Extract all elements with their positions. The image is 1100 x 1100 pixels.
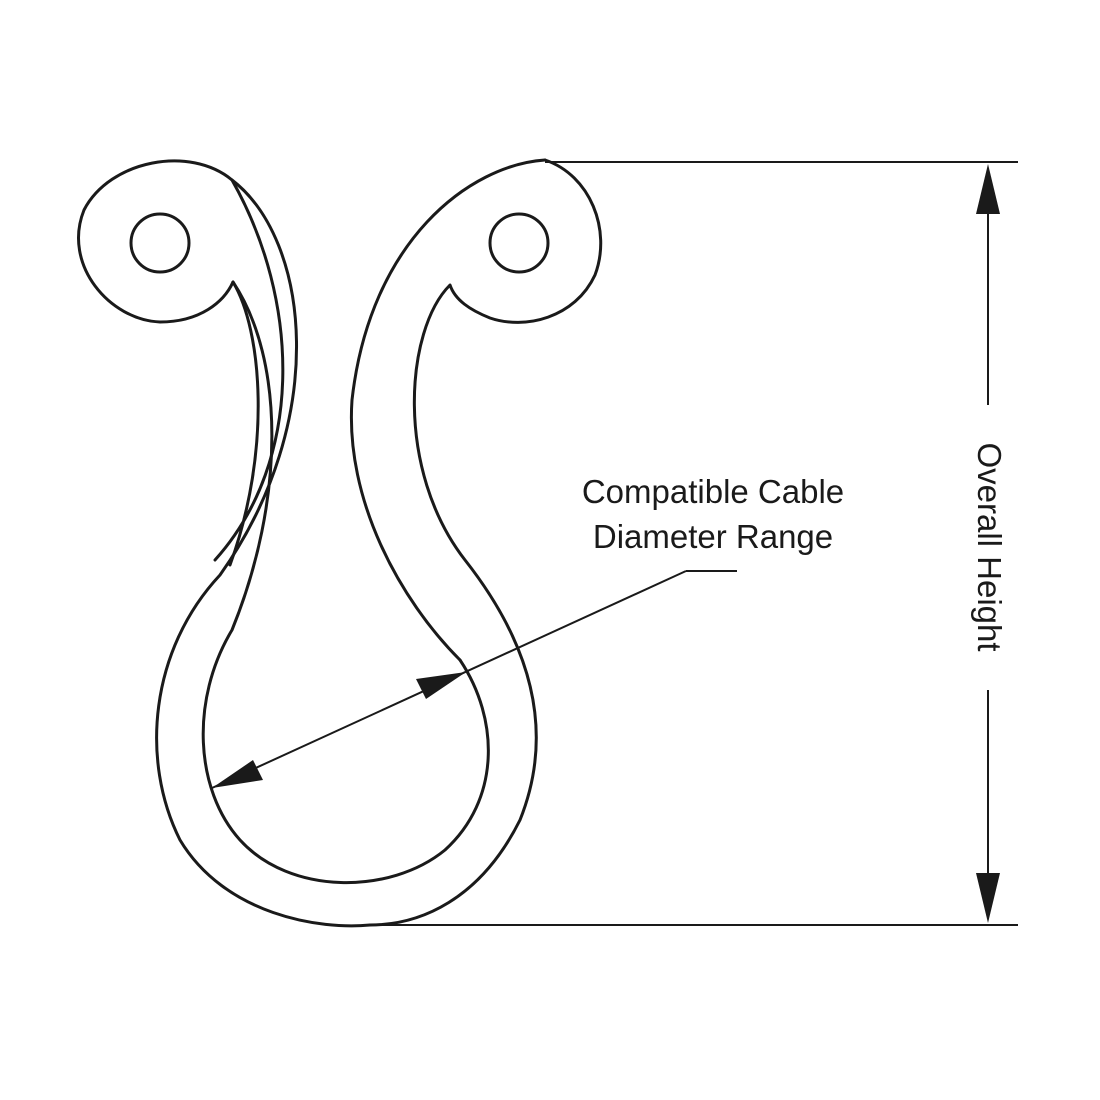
diameter-arrow-right-icon <box>416 672 466 699</box>
cable-diameter-label-line1: Compatible Cable <box>582 473 844 510</box>
overall-height-label: Overall Height <box>971 442 1008 651</box>
clip-left-arm <box>155 178 372 928</box>
right-eyelet-hole <box>488 212 550 274</box>
height-arrow-up-icon <box>976 164 1000 214</box>
diameter-arrow-left-icon <box>212 760 263 788</box>
clip-outer-outline <box>77 159 285 567</box>
clip-left-arm-inner <box>201 280 490 884</box>
left-eyelet-hole <box>129 212 191 274</box>
clip-right-arm <box>368 158 603 927</box>
clip-right-arm-inner <box>349 158 547 662</box>
cable-diameter-label-line2: Diameter Range <box>593 518 833 555</box>
height-arrow-down-icon <box>976 873 1000 923</box>
